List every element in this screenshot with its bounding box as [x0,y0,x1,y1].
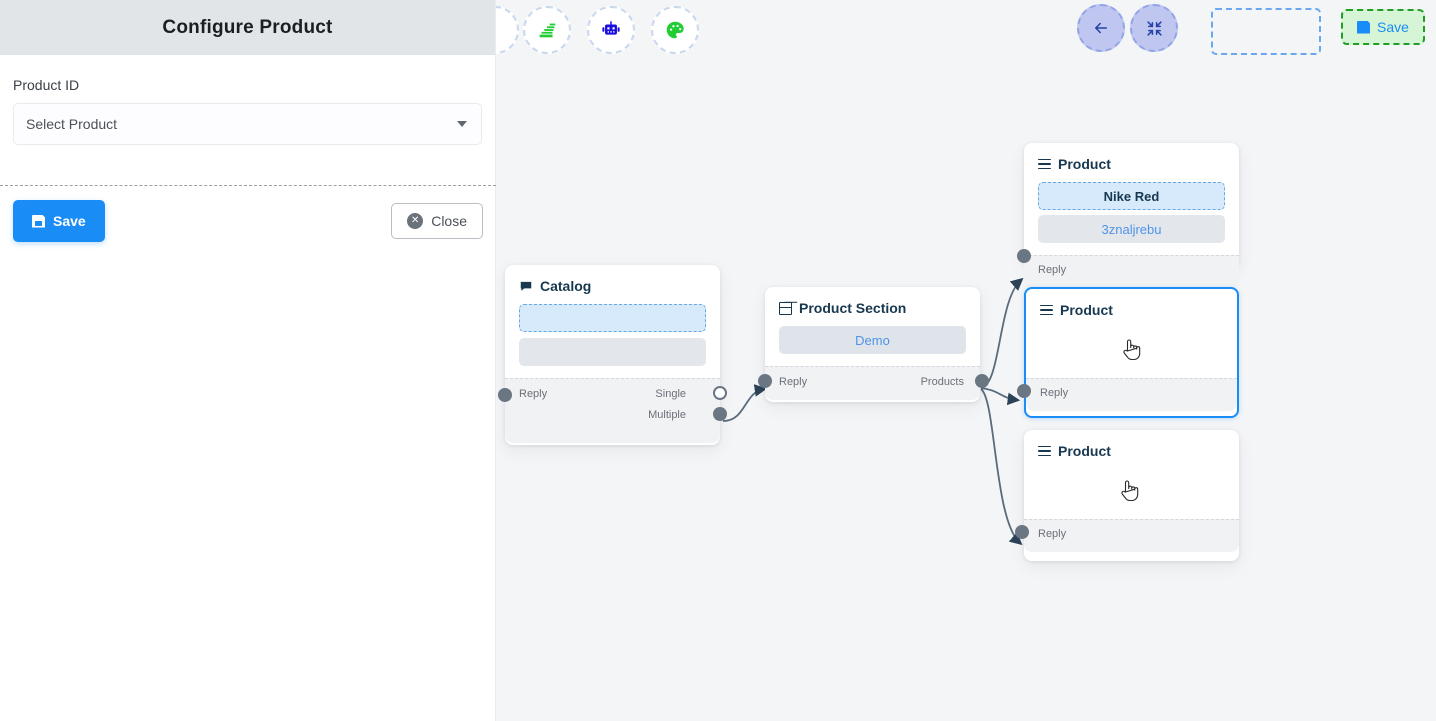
node-product-section[interactable]: Product Section Demo Reply Products [758,287,989,402]
flow-canvas[interactable]: Save Catalog Reply Single Multiple [496,0,1436,721]
node-header: Product [1024,143,1239,172]
close-circle-icon: ✕ [407,213,424,229]
port-label-single: Single [655,388,686,400]
back-button[interactable] [1077,4,1125,52]
save-button-label: Save [53,213,86,229]
port-multiple-out[interactable] [713,407,727,421]
node-body [505,294,720,378]
chevron-down-icon [457,121,467,127]
port-label-multiple: Multiple [648,409,686,421]
node-footer: Reply [1017,378,1237,411]
node-header: Product [1024,430,1239,459]
node-footer: Reply Single Multiple [498,378,727,443]
node-body: Demo [765,316,980,366]
node-footer: Reply [1017,249,1239,289]
arrow-left-icon [1095,22,1107,34]
node-block-product-code[interactable]: 3znaljrebu [1038,215,1225,243]
node-header: Product [1026,289,1237,318]
chat-bubble-icon [520,281,532,291]
edge-section-to-product-2 [980,387,1021,406]
floppy-disk-icon [1357,21,1370,34]
node-block-demo[interactable]: Demo [779,326,966,354]
node-footer: Reply [1015,519,1239,552]
port-reply-in[interactable] [1017,249,1031,263]
stack-icon [539,23,556,38]
robot-icon [602,21,620,35]
node-block-2[interactable] [519,338,706,366]
port-reply-in[interactable] [1015,525,1029,539]
node-footer: Reply Products [758,366,989,400]
node-title: Product Section [799,300,907,316]
toolbar-item-stack[interactable] [523,6,571,54]
toolbar-item-palette[interactable] [651,6,699,54]
node-header: Catalog [505,265,720,294]
product-id-select[interactable]: Select Product [13,103,482,145]
port-label-products: Products [920,376,964,388]
port-products-out[interactable] [975,374,989,388]
node-product-3[interactable]: Product Reply [1015,430,1239,561]
edge-section-to-product-1 [980,277,1024,389]
fit-screen-icon [1146,20,1162,36]
canvas-save-label: Save [1377,19,1409,35]
port-label-reply: Reply [1038,528,1067,540]
configure-product-panel: Configure Product Product ID Select Prod… [0,0,496,721]
port-reply-in[interactable] [1017,384,1031,398]
page-title: Configure Product [162,16,333,38]
edge-catalog-to-section [722,384,768,422]
edge-section-to-product-3 [980,388,1023,546]
node-block-1[interactable] [519,304,706,332]
floppy-disk-icon [32,215,45,228]
port-label-reply: Reply [1040,387,1069,399]
toolbar-empty-slot[interactable] [1211,8,1321,55]
grid-icon [779,301,792,315]
save-button[interactable]: Save [13,200,105,242]
node-header: Product Section [765,287,980,316]
node-product-1[interactable]: Product Nike Red 3znaljrebu Reply [1017,143,1239,289]
product-id-label: Product ID [13,77,80,93]
port-single-out[interactable] [713,386,727,400]
panel-header: Configure Product [0,0,495,55]
port-reply-in[interactable] [758,374,772,388]
node-title: Product [1060,302,1113,318]
node-title: Catalog [540,278,592,294]
hamburger-icon [1038,158,1051,170]
panel-divider [0,185,496,186]
toolbar-item-bot[interactable] [587,6,635,54]
panel-actions: Save ✕ Close [0,200,496,242]
node-body [1026,318,1237,378]
port-label-reply: Reply [1038,264,1067,276]
port-label-reply: Reply [519,388,548,400]
close-button[interactable]: ✕ Close [391,203,483,239]
port-label-reply: Reply [779,376,808,388]
hamburger-icon [1040,304,1053,316]
node-body [1024,459,1239,519]
select-value: Select Product [26,116,118,132]
close-button-label: Close [431,213,467,229]
port-reply-in[interactable] [498,388,512,402]
palette-icon [666,21,684,39]
canvas-save-button[interactable]: Save [1341,9,1425,45]
node-catalog[interactable]: Catalog Reply Single Multiple [498,265,727,445]
panel-body: Product ID Select Product [0,55,495,145]
node-title: Product [1058,156,1111,172]
hamburger-icon [1038,445,1051,457]
node-body: Nike Red 3znaljrebu [1024,172,1239,255]
node-block-product-name[interactable]: Nike Red [1038,182,1225,210]
node-title: Product [1058,443,1111,459]
fit-screen-button[interactable] [1130,4,1178,52]
node-product-2[interactable]: Product Reply [1017,287,1239,418]
